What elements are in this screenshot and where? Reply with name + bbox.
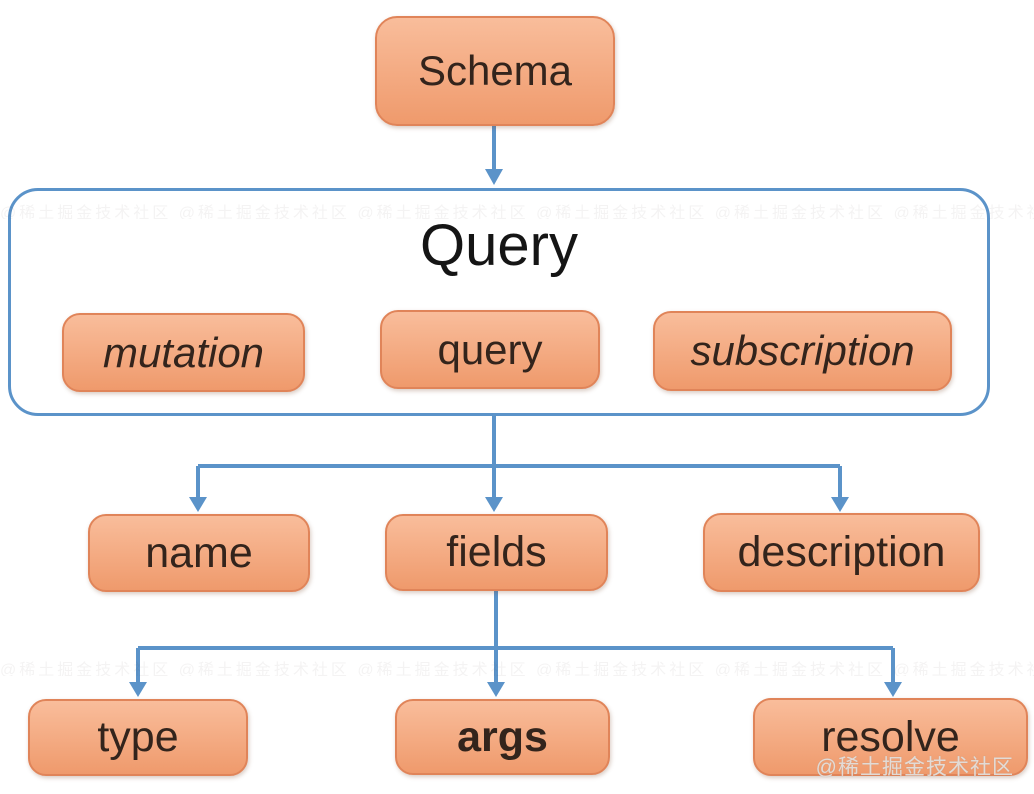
node-type: type (28, 699, 248, 776)
node-name: name (88, 514, 310, 592)
query-group-container (8, 188, 990, 416)
node-schema: Schema (375, 16, 615, 126)
node-description: description (703, 513, 980, 592)
arrowhead-icon (884, 682, 902, 697)
watermark-tile-band: @稀土掘金技术社区 @稀土掘金技术社区 @稀土掘金技术社区 @稀土掘金技术社区 … (0, 662, 1034, 676)
arrowhead-icon (485, 169, 503, 185)
arrowhead-icon (189, 497, 207, 512)
node-mutation: mutation (62, 313, 305, 392)
arrowhead-icon (487, 682, 505, 697)
edge-query-to-children (196, 416, 842, 499)
query-group-title: Query (420, 213, 578, 278)
node-subscription: subscription (653, 311, 952, 391)
node-resolve: resolve (753, 698, 1028, 776)
arrowhead-icon (831, 497, 849, 512)
edge-fields-to-children (136, 591, 895, 684)
node-query: query (380, 310, 600, 389)
node-args: args (395, 699, 610, 775)
node-fields: fields (385, 514, 608, 591)
arrowhead-icon (485, 497, 503, 512)
arrowhead-icon (129, 682, 147, 697)
